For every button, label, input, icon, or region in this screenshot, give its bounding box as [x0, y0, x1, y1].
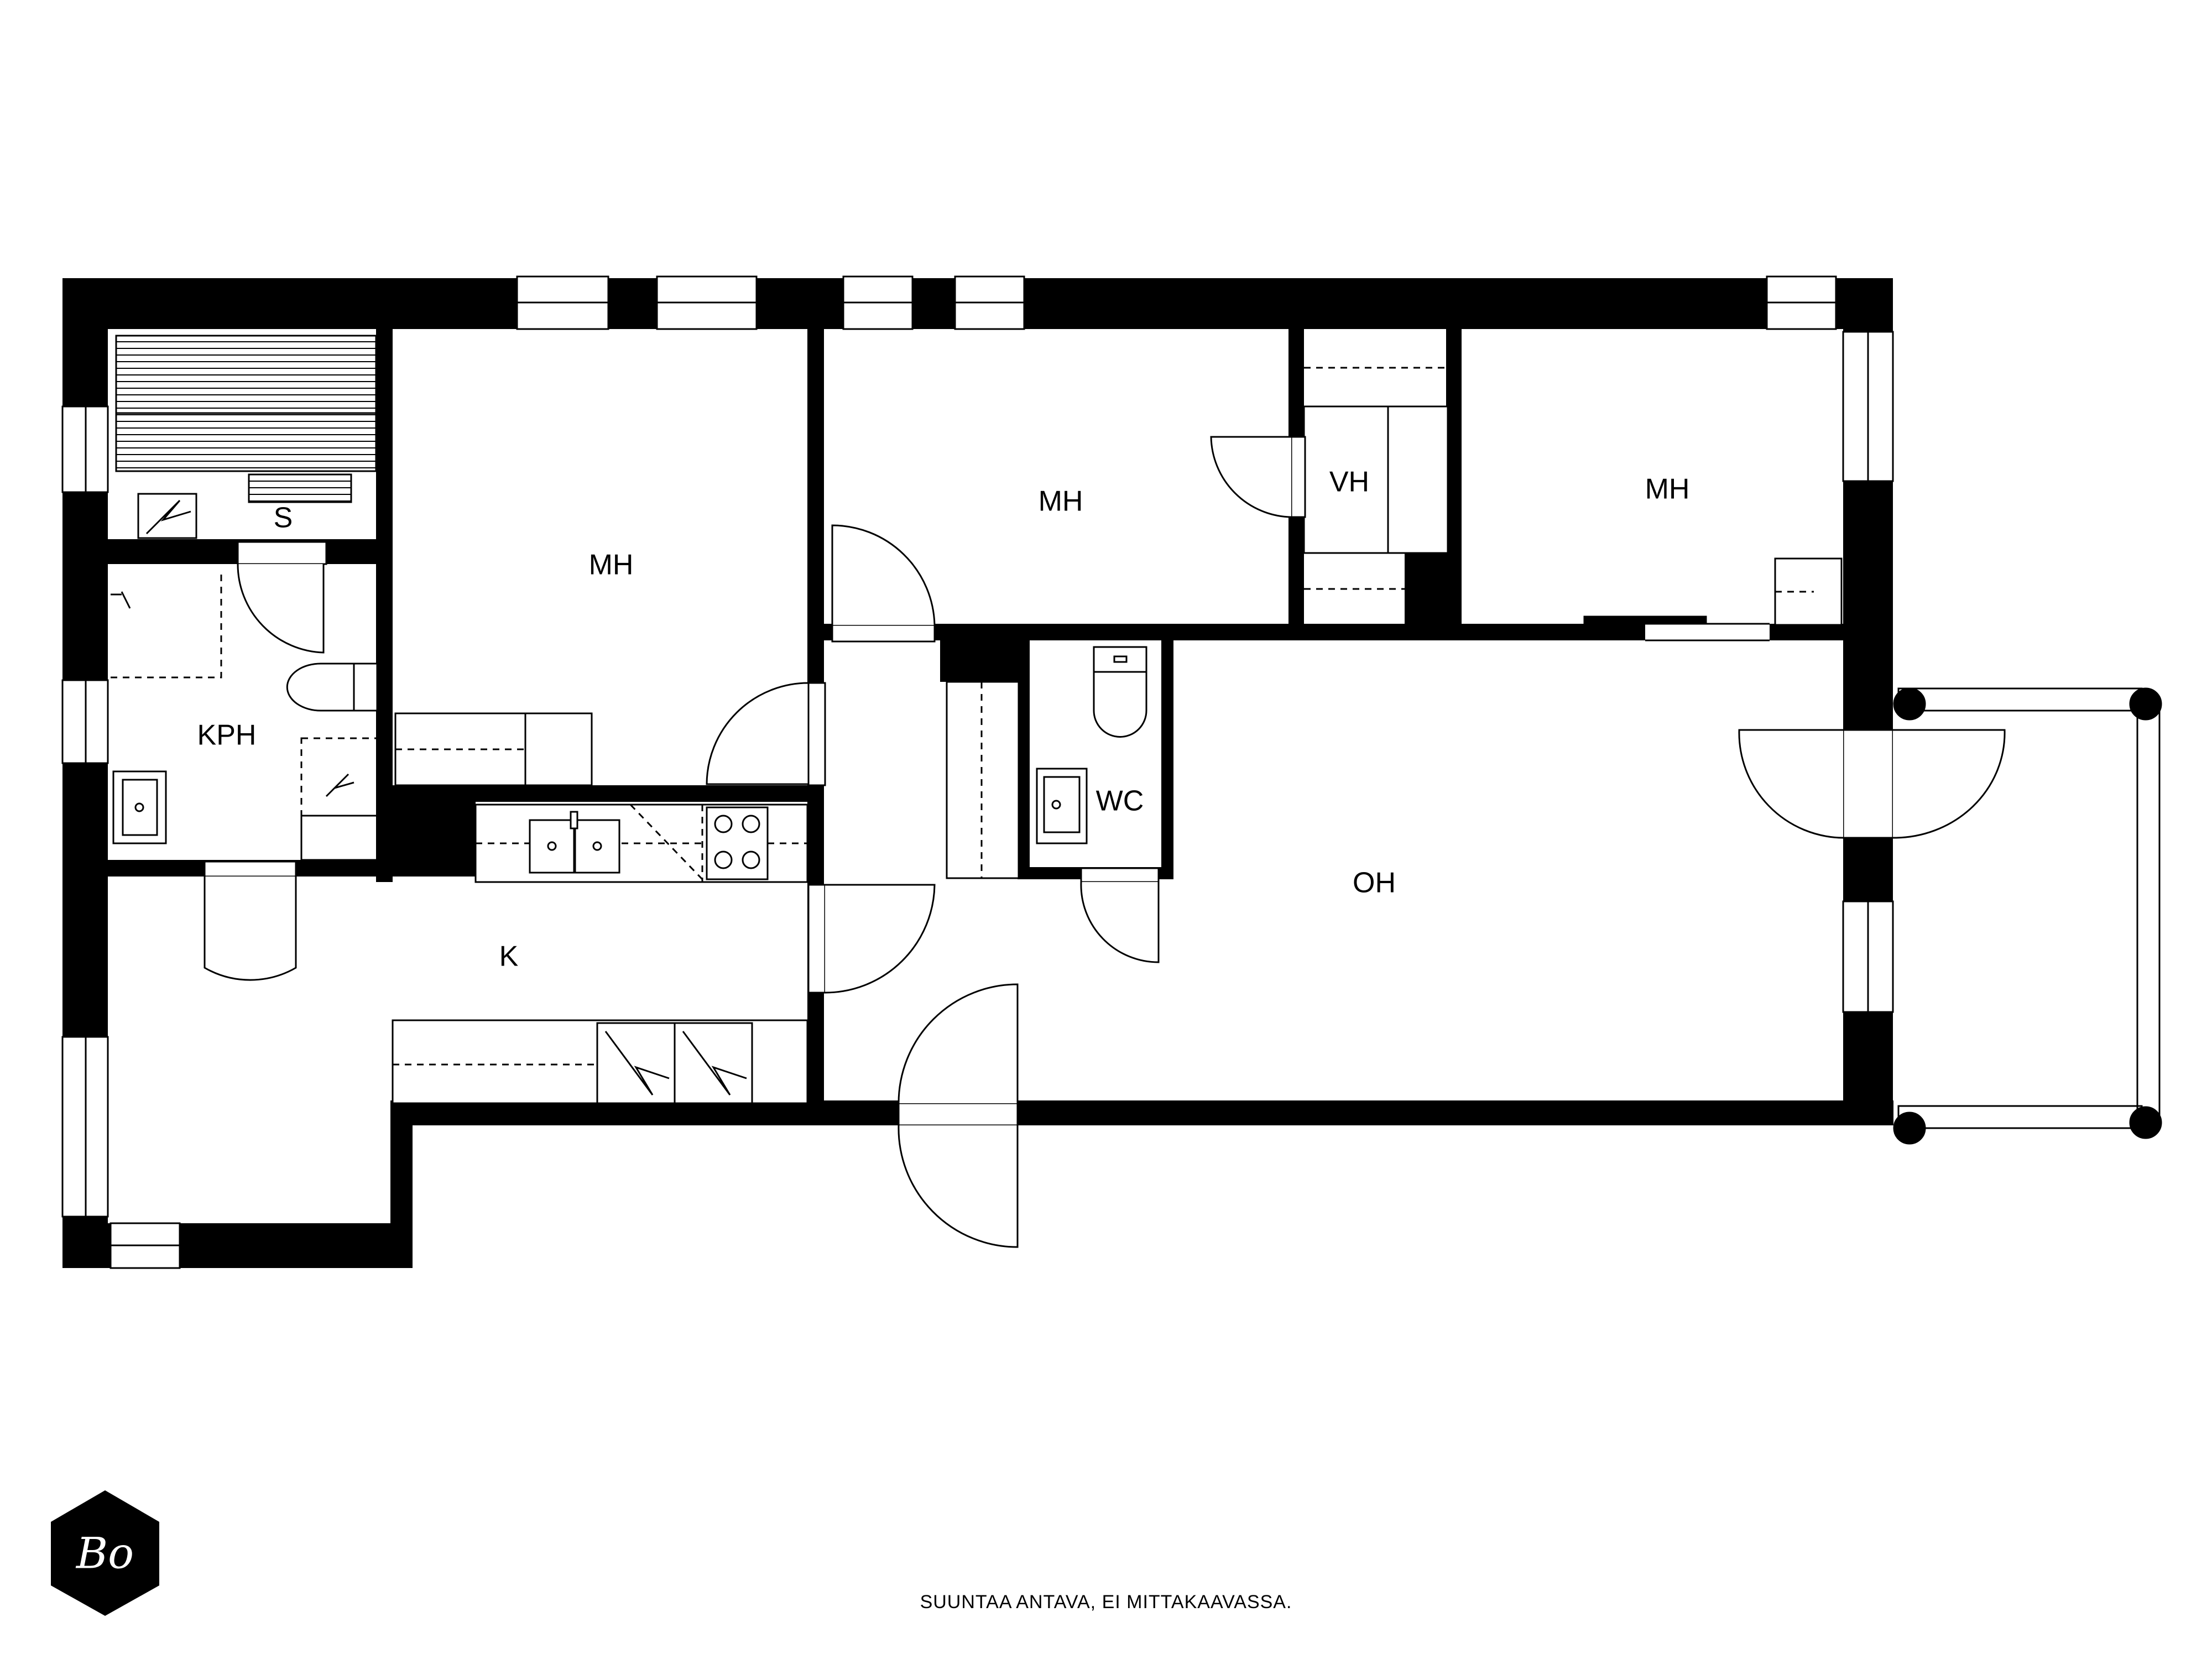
room-label-bathroom: KPH	[197, 719, 257, 752]
wc-fixtures	[1036, 646, 1147, 844]
room-label-toilet: WC	[1096, 785, 1144, 817]
room-label-bedroom-left: MH	[589, 549, 634, 581]
brand-logo: Bo	[51, 1490, 159, 1616]
bathroom-fixtures	[111, 572, 380, 861]
room-label-bedroom-right: MH	[1645, 473, 1690, 505]
windows	[61, 275, 1894, 1269]
hall-wardrobe	[946, 681, 1020, 879]
balcony	[1893, 687, 2162, 1145]
room-label-walk-in-closet: VH	[1329, 466, 1369, 498]
right-bedroom-furniture	[1583, 557, 1843, 626]
logo-text: Bo	[75, 1529, 134, 1579]
sauna	[115, 335, 377, 539]
walk-in-closet-shelves	[1303, 367, 1449, 590]
kitchen-lower-cabinets	[392, 1019, 808, 1104]
doors	[204, 436, 2006, 1248]
room-label-sauna: S	[274, 502, 293, 534]
disclaimer-note: SUUNTAA ANTAVA, EI MITTAKAAVASSA.	[920, 1592, 1292, 1613]
wardrobe-left-bedroom	[394, 712, 593, 786]
room-label-bedroom-middle: MH	[1039, 486, 1083, 518]
room-label-living-room: OH	[1353, 867, 1396, 899]
room-label-kitchen: K	[499, 941, 519, 973]
kitchen-counter	[474, 804, 808, 883]
